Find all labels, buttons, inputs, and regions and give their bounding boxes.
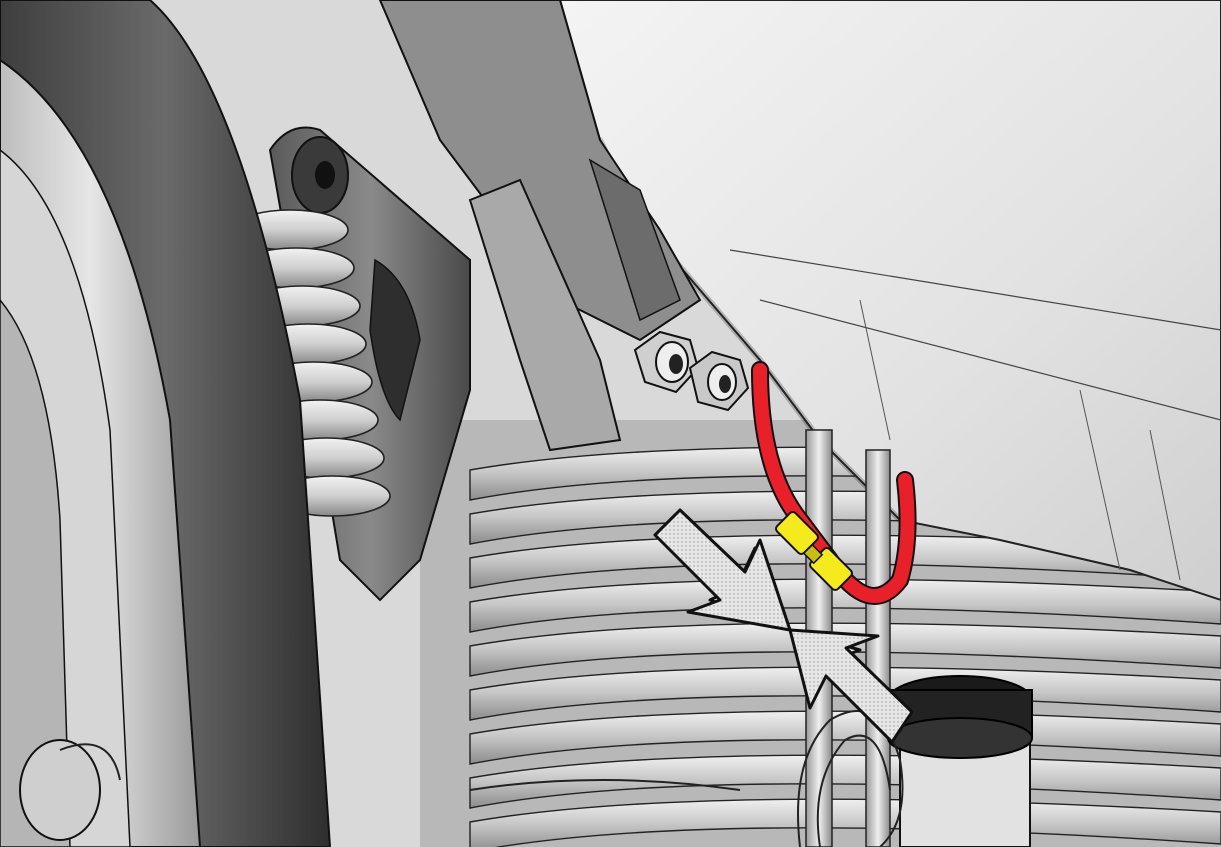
cooling-rib [469, 710, 1221, 765]
reservoir [887, 675, 1033, 847]
highlighted-hose [751, 361, 917, 605]
cooling-rib [469, 578, 1221, 633]
press-together-arrows-icon [653, 508, 914, 744]
cooling-rib [469, 754, 1221, 809]
wheel [0, 0, 332, 847]
mounting-bracket [378, 0, 702, 452]
hose-fitting [775, 511, 853, 591]
bolt-right [688, 350, 750, 412]
cooling-rib [469, 798, 1221, 847]
